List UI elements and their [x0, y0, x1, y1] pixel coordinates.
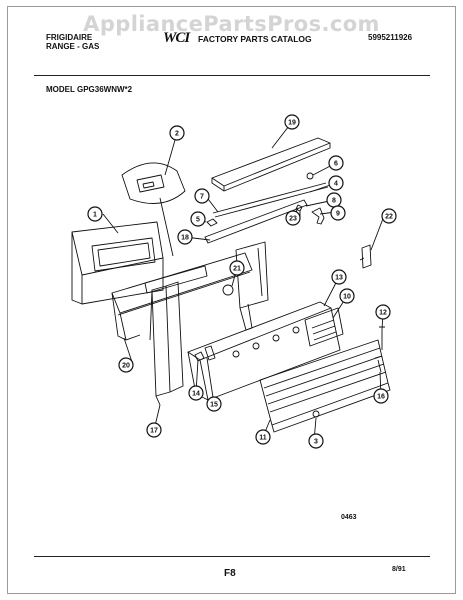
callout-8-text: 8 [332, 198, 336, 205]
part-5-clip [206, 218, 218, 227]
part-15-bracket [204, 345, 216, 361]
callout-14-text: 14 [192, 391, 200, 398]
callout-16: 16 [373, 388, 389, 404]
callout-4: 4 [328, 175, 344, 191]
callout-20: 20 [118, 357, 134, 373]
callout-18-text: 18 [181, 235, 189, 242]
part-19-trim-bar [211, 137, 331, 187]
callout-6: 6 [328, 155, 344, 171]
catalog-number: 5995211926 [368, 33, 413, 42]
header-rule [34, 75, 430, 76]
part-13-control-panel [187, 301, 332, 361]
callout-6-text: 6 [334, 161, 338, 168]
callout-5: 5 [190, 211, 206, 227]
part-10-timer [304, 307, 344, 347]
callout-3-text: 3 [314, 439, 318, 446]
part-1-panel [71, 221, 164, 276]
callout-2-text: 2 [175, 131, 179, 138]
callout-22: 22 [381, 208, 397, 224]
brand-name: FRIGIDAIRE [46, 33, 93, 42]
catalog-date: 8/91 [392, 566, 406, 573]
callout-17: 17 [146, 422, 162, 438]
callout-20-text: 20 [122, 363, 130, 370]
callout-14: 14 [188, 385, 204, 401]
callout-10-text: 10 [343, 294, 351, 301]
part-3-washer [312, 410, 320, 418]
callout-19-text: 19 [288, 120, 296, 127]
callout-15: 15 [206, 396, 222, 412]
part-6-grommet [306, 172, 314, 180]
product-line: RANGE - GAS [46, 42, 100, 51]
callout-10: 10 [339, 288, 355, 304]
callout-5-text: 5 [196, 217, 200, 224]
callout-13: 13 [331, 269, 347, 285]
callout-2: 2 [169, 125, 185, 141]
callout-7-text: 7 [200, 194, 204, 201]
page-number: F8 [224, 568, 236, 579]
callout-1-text: 1 [93, 212, 97, 219]
part-4-rod [212, 182, 329, 218]
part-20-backguard [111, 252, 253, 314]
callout-11: 11 [255, 429, 271, 445]
footer-rule [34, 556, 430, 557]
callout-15-text: 15 [210, 402, 218, 409]
callout-9-text: 9 [336, 211, 340, 218]
callout-16-text: 16 [377, 394, 385, 401]
part-17-side-frame [151, 285, 171, 397]
callout-18: 18 [177, 229, 193, 245]
callout-8: 8 [326, 192, 342, 208]
callout-19: 19 [284, 114, 300, 130]
callout-1: 1 [87, 206, 103, 222]
callout-9: 9 [330, 205, 346, 221]
part-22-bracket [359, 244, 372, 269]
part-21-upright [235, 241, 269, 309]
callout-3: 3 [308, 433, 324, 449]
callout-13-text: 13 [335, 275, 343, 282]
callout-12: 12 [375, 304, 391, 320]
callout-12-text: 12 [379, 310, 387, 317]
part-2-inset [121, 162, 186, 204]
wci-logo: WCI [163, 30, 190, 46]
callout-21-text: 21 [233, 266, 241, 273]
callout-22-text: 22 [385, 214, 393, 221]
callout-11-text: 11 [259, 435, 267, 442]
callout-21: 21 [229, 260, 245, 276]
model-number: MODEL GPG36WNW*2 [46, 85, 133, 94]
part-16-screw [374, 355, 383, 373]
part-9-hinge [311, 207, 325, 225]
callout-23-text: 23 [289, 216, 297, 223]
watermark: AppliancePartsPros.com [83, 12, 380, 36]
page-frame [7, 6, 456, 594]
diagram-code: 0463 [341, 514, 357, 521]
catalog-title: FACTORY PARTS CATALOG [198, 34, 312, 44]
callout-4-text: 4 [334, 181, 338, 188]
callout-7: 7 [194, 188, 210, 204]
part-14-knob [194, 351, 205, 362]
callout-17-text: 17 [150, 428, 158, 435]
part-18-strip [204, 199, 308, 244]
callout-labels: 1 2 3 4 5 6 7 8 9 10 11 12 13 14 15 16 1… [87, 114, 397, 449]
callout-23: 23 [285, 210, 301, 226]
